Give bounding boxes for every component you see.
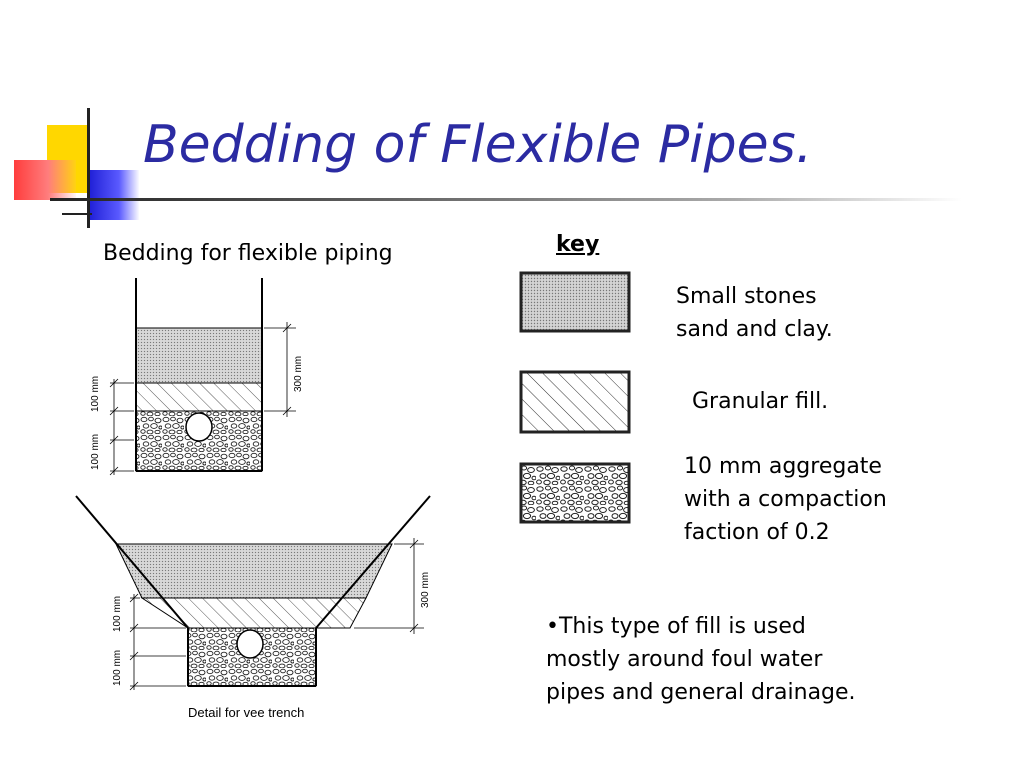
key-swatches (519, 271, 631, 524)
bedding-diagram: 300 mm 100 mm 100 mm (75, 278, 431, 720)
dimension-300-upper: 300 mm (264, 322, 304, 417)
svg-text:100 mm: 100 mm (112, 650, 123, 686)
key-swatch-aggregate (519, 462, 631, 524)
svg-text:100 mm: 100 mm (90, 376, 101, 412)
bullet-icon: • (546, 614, 559, 639)
straight-trench: 300 mm 100 mm 100 mm (90, 278, 304, 476)
key-swatch-small-stones (519, 271, 631, 333)
diagram-subtitle: Bedding for flexible piping (103, 241, 393, 266)
key-swatch-granular-fill (519, 370, 631, 434)
key-label-aggregate: 10 mm aggregate with a compaction factio… (684, 454, 887, 545)
vee-trench-caption: Detail for vee trench (188, 705, 304, 720)
dimension-100-lower: 100 mm 100 mm (112, 593, 186, 691)
trench-backfill-layer (135, 327, 263, 384)
svg-text:100 mm: 100 mm (112, 596, 123, 632)
key-label-small-stones: Small stones sand and clay. (676, 284, 833, 342)
dimension-300-lower: 300 mm (354, 538, 431, 634)
title-underline (50, 198, 962, 201)
key-label-granular-fill: Granular fill. (692, 389, 829, 414)
key-heading: key (556, 232, 600, 257)
svg-text:300 mm: 300 mm (420, 572, 431, 608)
trench-granular-layer (135, 382, 263, 412)
slide-title: Bedding of Flexible Pipes. (143, 115, 813, 175)
vee-trench: 300 mm 100 mm 100 mm Detail for vee tren… (75, 495, 431, 720)
decorative-vertical-line (87, 108, 90, 228)
usage-note: •This type of fill is used mostly around… (546, 614, 856, 705)
vee-granular-layer (140, 597, 367, 629)
decorative-blue-block (89, 170, 139, 220)
svg-text:300 mm: 300 mm (293, 356, 304, 392)
vee-backfill-layer (115, 543, 393, 599)
svg-text:100 mm: 100 mm (90, 434, 101, 470)
decorative-red-block (14, 160, 76, 200)
pipe-icon (236, 629, 264, 659)
dimension-100-upper: 100 mm 100 mm (90, 376, 134, 476)
decorative-short-line (62, 213, 92, 215)
pipe-icon (185, 412, 213, 442)
